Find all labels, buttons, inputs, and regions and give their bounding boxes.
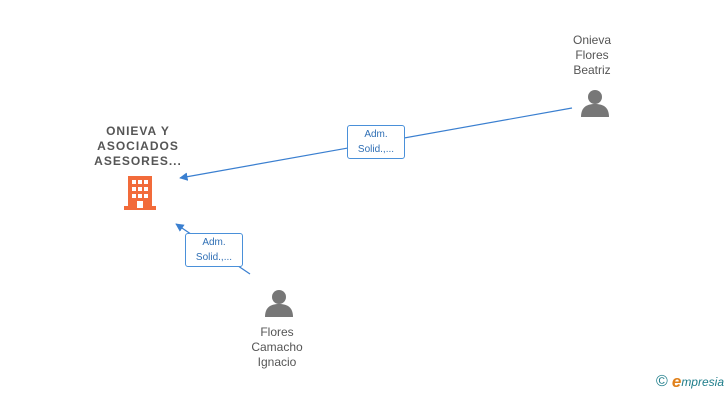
brand-name: mpresia — [681, 375, 724, 389]
edge-label-person-2[interactable]: Adm. Solid.,... — [185, 233, 243, 267]
edge-label-person-1[interactable]: Adm. Solid.,... — [347, 125, 405, 159]
building-icon[interactable] — [124, 176, 156, 210]
brand-initial: e — [671, 372, 682, 391]
person-icon[interactable] — [580, 88, 610, 118]
person-1-name[interactable]: Onieva Flores Beatriz — [572, 33, 612, 77]
person-icon[interactable] — [264, 288, 294, 318]
company-name[interactable]: ONIEVA Y ASOCIADOS ASESORES... — [94, 124, 182, 168]
empresia-brand[interactable]: © e mpresia — [656, 372, 724, 392]
person-2-name[interactable]: Flores Camacho Ignacio — [251, 325, 303, 369]
copyright-icon: © — [656, 373, 668, 390]
